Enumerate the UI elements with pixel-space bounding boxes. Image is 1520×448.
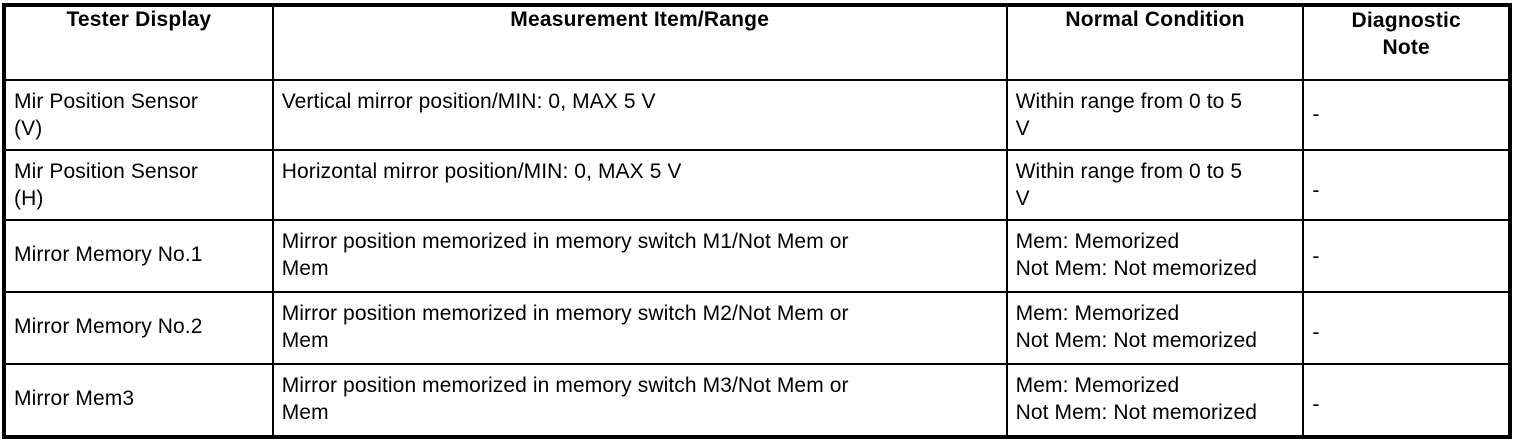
cell-text-diagnostic-note: - bbox=[1312, 321, 1320, 344]
cell-diagnostic-note: - bbox=[1302, 149, 1511, 221]
cell-text-tester-display: Mirror Memory No.1 bbox=[14, 243, 203, 266]
cell-normal-condition: Mem: Memorized Not Mem: Not memorized bbox=[1005, 363, 1305, 438]
table-row: Mir Position Sensor (V) Vertical mirror … bbox=[3, 79, 1511, 151]
cell-normal-condition: Within range from 0 to 5 V bbox=[1005, 149, 1305, 221]
table-row: Mirror Memory No.2 Mirror position memor… bbox=[3, 291, 1511, 365]
cell-text-normal-condition: Mem: Memorized Not Mem: Not memorized bbox=[1015, 302, 1258, 352]
cell-normal-condition: Within range from 0 to 5 V bbox=[1005, 79, 1305, 151]
cell-measurement-item-range: Vertical mirror position/MIN: 0, MAX 5 V bbox=[271, 79, 1008, 151]
cell-measurement-item-range: Horizontal mirror position/MIN: 0, MAX 5… bbox=[271, 149, 1008, 221]
cell-text-diagnostic-note: - bbox=[1312, 103, 1320, 126]
cell-measurement-item-range: Mirror position memorized in memory swit… bbox=[271, 363, 1008, 438]
cell-text-measurement-item-range: Mirror position memorized in memory swit… bbox=[281, 302, 849, 352]
table-body: Mir Position Sensor (V) Vertical mirror … bbox=[3, 79, 1511, 438]
table-row: Mir Position Sensor (H) Horizontal mirro… bbox=[3, 149, 1511, 221]
cell-measurement-item-range: Mirror position memorized in memory swit… bbox=[271, 219, 1008, 293]
cell-normal-condition: Mem: Memorized Not Mem: Not memorized bbox=[1005, 219, 1305, 293]
cell-text-normal-condition: Mem: Memorized Not Mem: Not memorized bbox=[1015, 374, 1258, 424]
cell-text-normal-condition: Mem: Memorized Not Mem: Not memorized bbox=[1015, 230, 1258, 280]
cell-tester-display: Mir Position Sensor (V) bbox=[3, 79, 274, 151]
tester-display-spec-table: Tester Display Measurement Item/Range No… bbox=[2, 3, 1512, 439]
cell-diagnostic-note: - bbox=[1302, 219, 1511, 293]
column-header-diagnostic-note: Diagnostic Note bbox=[1302, 4, 1511, 81]
cell-text-measurement-item-range: Mirror position memorized in memory swit… bbox=[281, 230, 849, 280]
cell-tester-display: Mir Position Sensor (H) bbox=[3, 149, 274, 221]
cell-text-tester-display: Mir Position Sensor (V) bbox=[14, 90, 198, 140]
cell-text-measurement-item-range: Vertical mirror position/MIN: 0, MAX 5 V bbox=[281, 90, 656, 113]
cell-diagnostic-note: - bbox=[1302, 363, 1511, 438]
table-header-row: Tester Display Measurement Item/Range No… bbox=[3, 4, 1511, 81]
cell-normal-condition: Mem: Memorized Not Mem: Not memorized bbox=[1005, 291, 1305, 365]
column-header-normal-condition: Normal Condition bbox=[1005, 4, 1305, 81]
cell-text-diagnostic-note: - bbox=[1312, 393, 1320, 416]
cell-tester-display: Mirror Memory No.2 bbox=[3, 291, 274, 365]
table-header: Tester Display Measurement Item/Range No… bbox=[3, 4, 1511, 81]
cell-text-tester-display: Mir Position Sensor (H) bbox=[14, 160, 198, 210]
table-row: Mirror Mem3 Mirror position memorized in… bbox=[3, 363, 1511, 438]
cell-diagnostic-note: - bbox=[1302, 291, 1511, 365]
cell-text-measurement-item-range: Mirror position memorized in memory swit… bbox=[281, 374, 849, 424]
cell-text-normal-condition: Within range from 0 to 5 V bbox=[1015, 160, 1243, 210]
cell-text-normal-condition: Within range from 0 to 5 V bbox=[1015, 90, 1243, 140]
cell-text-measurement-item-range: Horizontal mirror position/MIN: 0, MAX 5… bbox=[281, 160, 682, 183]
cell-text-diagnostic-note: - bbox=[1312, 179, 1320, 202]
cell-text-diagnostic-note: - bbox=[1312, 245, 1320, 268]
cell-text-tester-display: Mirror Mem3 bbox=[14, 387, 135, 410]
cell-tester-display: Mirror Memory No.1 bbox=[3, 219, 274, 293]
cell-text-tester-display: Mirror Memory No.2 bbox=[14, 315, 203, 338]
cell-diagnostic-note: - bbox=[1302, 79, 1511, 151]
table-row: Mirror Memory No.1 Mirror position memor… bbox=[3, 219, 1511, 293]
cell-measurement-item-range: Mirror position memorized in memory swit… bbox=[271, 291, 1008, 365]
cell-tester-display: Mirror Mem3 bbox=[3, 363, 274, 438]
column-header-tester-display: Tester Display bbox=[3, 4, 274, 81]
column-header-measurement-item-range: Measurement Item/Range bbox=[271, 4, 1008, 81]
